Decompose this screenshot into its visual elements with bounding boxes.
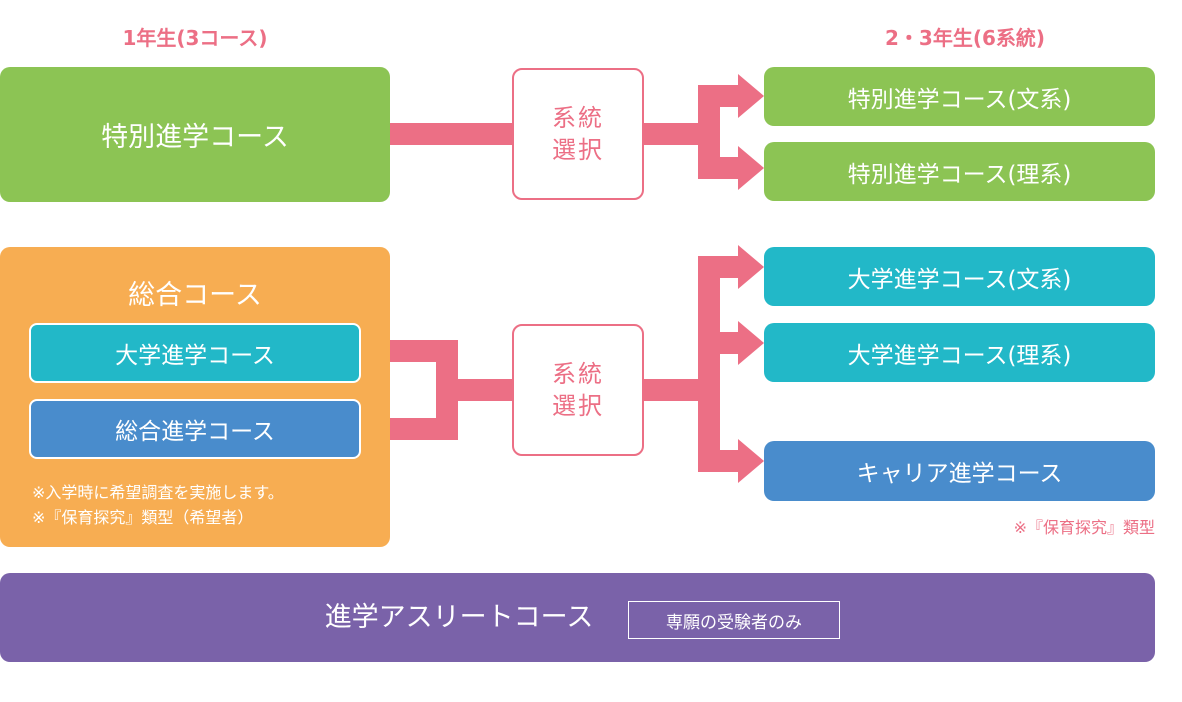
tokubetsu-select-box: 系統 選択 <box>512 68 644 200</box>
connector-branch-bottom-3 <box>698 450 738 472</box>
tokubetsu-rikei-box: 特別進学コース(理系) <box>764 142 1155 201</box>
sogo-course-panel: 総合コース 大学進学コース 総合進学コース ※入学時に希望調査を実施します。 ※… <box>0 247 390 547</box>
connector-select-to-trunk-bottom <box>642 379 698 401</box>
select-label-2: 選択 <box>552 392 604 420</box>
athlete-badge: 専願の受験者のみ <box>628 601 840 639</box>
arrow-bottom-1 <box>738 245 764 289</box>
select-label-1: 系統 <box>552 104 604 132</box>
athlete-course-title: 進学アスリートコース <box>324 602 594 633</box>
header-year1: 1年生(3コース) <box>122 26 268 50</box>
connector-merge-to-select <box>436 379 514 401</box>
arrow-top-1 <box>738 74 764 118</box>
sogo-select-box: 系統 選択 <box>512 324 644 456</box>
arrow-bottom-3 <box>738 439 764 483</box>
select-label-2: 選択 <box>552 136 604 164</box>
sogo-course-title: 総合コース <box>128 280 262 311</box>
hoiku-tankyu-note: ※『保育探究』類型 <box>1013 518 1155 537</box>
tokubetsu-bunkei-box: 特別進学コース(文系) <box>764 67 1155 126</box>
daigaku-shingaku-box: 大学進学コース <box>29 323 361 383</box>
daigaku-rikei-box: 大学進学コース(理系) <box>764 323 1155 382</box>
tokubetsu-course-box: 特別進学コース <box>0 67 390 202</box>
athlete-course-bar: 進学アスリートコース 専願の受験者のみ <box>0 573 1155 662</box>
connector-branch-top-1 <box>698 85 738 107</box>
connector-trunk-bottom <box>698 267 720 461</box>
arrow-top-2 <box>738 146 764 190</box>
daigaku-bunkei-box: 大学進学コース(文系) <box>764 247 1155 306</box>
sogo-shingaku-box: 総合進学コース <box>29 399 361 459</box>
arrow-bottom-2 <box>738 321 764 365</box>
header-year23: 2・3年生(6系統) <box>884 26 1046 50</box>
sogo-note-1: ※入学時に希望調査を実施します。 <box>32 483 284 502</box>
connector-branch-bottom-1 <box>698 256 738 278</box>
connector-branch-top-2 <box>698 157 738 179</box>
connector-main-to-select-top <box>388 123 514 145</box>
career-shingaku-box: キャリア進学コース <box>764 441 1155 501</box>
sogo-note-2: ※『保育探究』類型（希望者） <box>32 508 254 527</box>
select-label-1: 系統 <box>552 360 604 388</box>
connector-select-to-trunk-top <box>642 123 698 145</box>
connector-branch-bottom-2 <box>698 332 738 354</box>
